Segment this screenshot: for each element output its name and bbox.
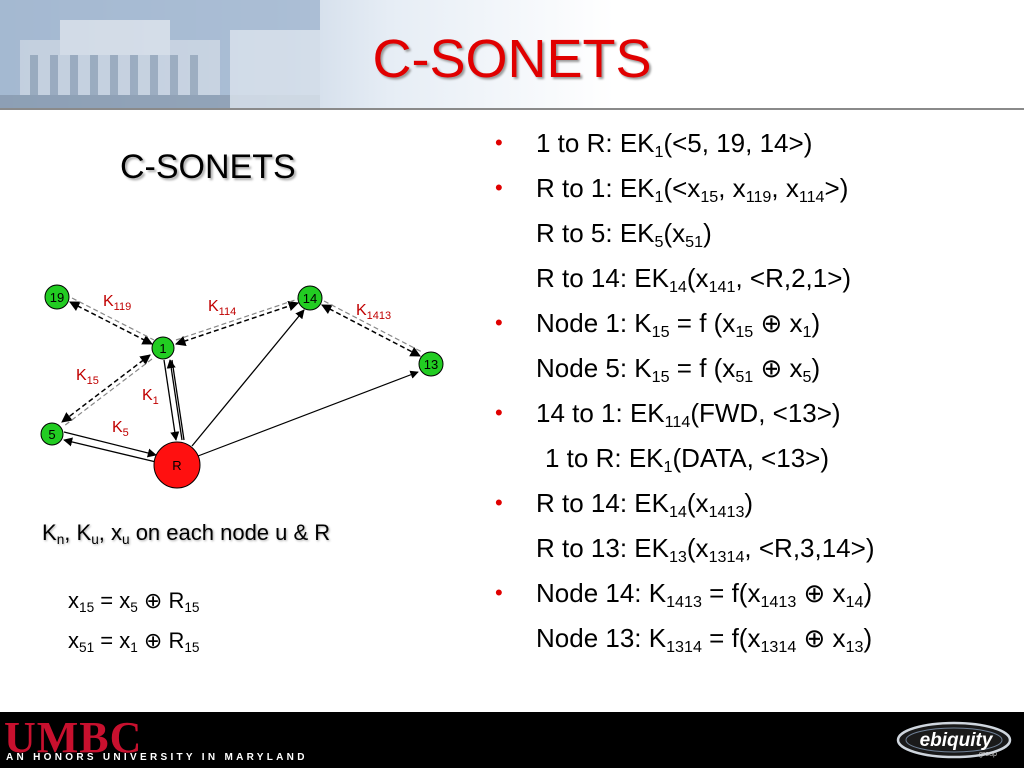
node-13: 13 <box>418 351 444 377</box>
header-banner <box>0 0 1024 110</box>
network-diagram: K119 K114 K1413 K15 K1 K5 19 14 1 13 5 R <box>40 284 444 489</box>
svg-text:5: 5 <box>48 427 55 442</box>
bullet-marker: • <box>495 175 503 200</box>
ebiquity-logo: ebiquity group <box>896 721 1012 759</box>
bullet-marker: • <box>495 580 503 605</box>
node-1: 1 <box>151 336 175 360</box>
edge-R-14 <box>191 309 305 447</box>
edge-R-5-a <box>63 437 157 463</box>
header-divider <box>0 108 1024 110</box>
key-edge-1-14 <box>175 298 299 346</box>
formula-x51: x51 = x1 ⊕ R15 <box>68 628 200 656</box>
svg-text:R: R <box>172 458 181 473</box>
edge-label-k5: K5 <box>112 419 129 439</box>
node-14: 14 <box>297 285 323 311</box>
svg-text:group: group <box>979 751 997 758</box>
svg-text:1: 1 <box>159 341 166 356</box>
bullet-marker: • <box>495 490 503 515</box>
svg-text:19: 19 <box>50 290 64 305</box>
slide-title: C-SONETS <box>372 29 652 89</box>
umbc-tagline: AN HONORS UNIVERSITY IN MARYLAND <box>6 752 308 763</box>
key-edge-14-13 <box>321 300 423 357</box>
node-19: 19 <box>44 284 70 310</box>
edge-1-R-a <box>163 359 180 441</box>
svg-text:14: 14 <box>303 291 317 306</box>
campus-photo <box>0 0 320 110</box>
edge-label-k1413: K1413 <box>356 302 391 322</box>
formula-x15: x15 = x5 ⊕ R15 <box>68 588 200 616</box>
edge-1-R-c <box>171 359 185 441</box>
edge-label-k1: K1 <box>142 387 159 407</box>
bullet-marker: • <box>495 310 503 335</box>
edge-1-R-b <box>166 359 183 441</box>
key-edge-1-5 <box>61 354 153 427</box>
edge-label-k15: K15 <box>76 367 99 387</box>
edge-label-k119: K119 <box>103 293 131 313</box>
diagram-title: C-SONETS <box>120 148 296 186</box>
node-R: R <box>153 441 201 489</box>
edge-label-k114: K114 <box>208 298 236 318</box>
edge-R-13 <box>197 370 419 457</box>
bullet-marker: • <box>495 130 503 155</box>
key-caption: Kn, Ku, xu on each node u & R <box>42 520 331 548</box>
bullet-marker: • <box>495 400 503 425</box>
key-edge-19-1 <box>69 297 155 345</box>
umbc-logo: UMBC <box>4 713 143 762</box>
svg-text:ebiquity: ebiquity <box>920 730 994 751</box>
footer-bar: UMBC AN HONORS UNIVERSITY IN MARYLAND eb… <box>0 712 1024 768</box>
svg-text:13: 13 <box>424 357 438 372</box>
edge-R-5-b <box>63 431 157 458</box>
node-5: 5 <box>40 422 64 446</box>
